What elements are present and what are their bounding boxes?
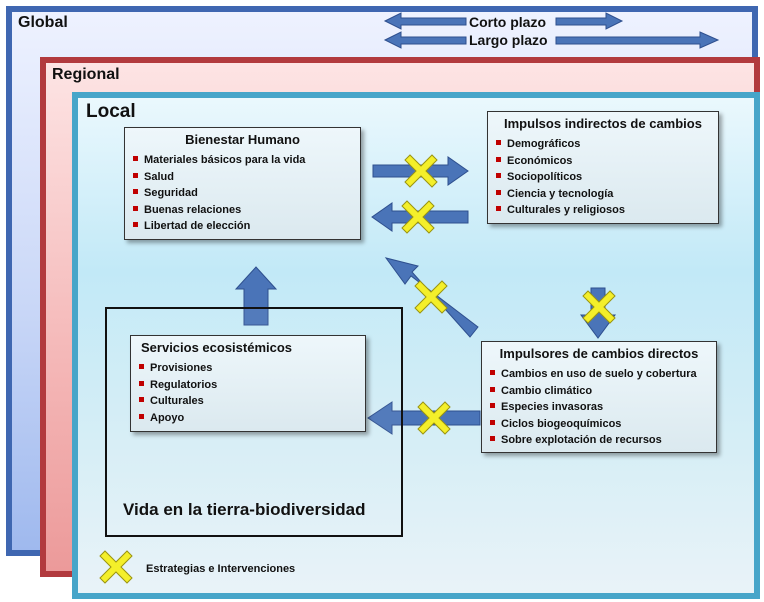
list-item: Salud: [133, 169, 360, 186]
bullet-icon: [490, 370, 495, 375]
bullet-icon: [139, 380, 144, 386]
bullet-icon: [490, 386, 495, 392]
list-item: Demográficos: [496, 136, 718, 153]
list-item: Especies invasoras: [490, 399, 716, 416]
bullet-icon: [496, 140, 501, 145]
human-wellbeing-title: Bienestar Humano: [185, 132, 300, 147]
list-item: Seguridad: [133, 185, 360, 202]
biodiversity-label: Vida en la tierra-biodiversidad: [123, 500, 366, 519]
direct-to-wellbeing-arrow: [384, 257, 479, 338]
bullet-icon: [139, 364, 144, 369]
long-term-label: Largo plazo: [469, 32, 548, 48]
bullet-icon: [139, 397, 144, 402]
list-item: Cambios en uso de suelo y cobertura: [490, 366, 716, 383]
bullet-icon: [496, 189, 501, 195]
list-item: Buenas relaciones: [133, 202, 360, 219]
list-item: Ciencia y tecnología: [496, 186, 718, 203]
bullet-icon: [490, 403, 495, 408]
global-label: Global: [18, 14, 68, 31]
list-item: Económicos: [496, 153, 718, 170]
bullet-icon: [133, 222, 138, 227]
bullet-icon: [496, 173, 501, 178]
bullet-icon: [490, 436, 495, 441]
direct-drivers-box: Impulsores de cambios directos Cambios e…: [481, 341, 717, 453]
services-to-wellbeing-arrow: [234, 266, 278, 326]
short-term-double-arrow: [383, 12, 624, 30]
direct-to-services-arrow: [367, 401, 481, 435]
list-item: Cambio climático: [490, 383, 716, 400]
list-item: Libertad de elección: [133, 218, 360, 235]
bullet-icon: [490, 419, 495, 425]
bullet-icon: [496, 156, 501, 162]
list-item: Provisiones: [139, 360, 365, 377]
human-wellbeing-box: Bienestar Humano Materiales básicos para…: [124, 127, 361, 240]
intervention-cross-icon: [414, 280, 448, 314]
bullet-icon: [496, 206, 501, 211]
list-item: Regulatorios: [139, 377, 365, 394]
bullet-icon: [133, 156, 138, 161]
ecosystem-services-title: Servicios ecosistémicos: [141, 340, 293, 355]
list-item: Culturales: [139, 393, 365, 410]
list-item: Sociopolíticos: [496, 169, 718, 186]
long-term-double-arrow: [383, 31, 720, 49]
legend-label: Estrategias e Intervenciones: [146, 563, 296, 575]
local-label: Local: [86, 101, 136, 122]
indirect-drivers-title: Impulsos indirectos de cambios: [504, 116, 702, 131]
list-item: Sobre explotación de recursos: [490, 432, 716, 449]
bullet-icon: [133, 189, 138, 194]
indirect-drivers-box: Impulsos indirectos de cambios Demográfi…: [487, 111, 719, 224]
list-item: Ciclos biogeoquímicos: [490, 416, 716, 433]
short-term-label: Corto plazo: [469, 14, 546, 30]
direct-drivers-title: Impulsores de cambios directos: [499, 346, 699, 361]
bullet-icon: [133, 205, 138, 211]
human-wellbeing-list: Materiales básicos para la vida Salud Se…: [125, 152, 360, 235]
legend-cross-icon: [99, 550, 133, 584]
ecosystem-services-list: Provisiones Regulatorios Culturales Apoy…: [131, 360, 365, 426]
indirect-drivers-list: Demográficos Económicos Sociopolíticos C…: [488, 136, 718, 219]
list-item: Materiales básicos para la vida: [133, 152, 360, 169]
bullet-icon: [139, 413, 144, 419]
direct-drivers-list: Cambios en uso de suelo y cobertura Camb…: [482, 366, 716, 449]
list-item: Culturales y religiosos: [496, 202, 718, 219]
ecosystem-services-box: Servicios ecosistémicos Provisiones Regu…: [130, 335, 366, 432]
bullet-icon: [133, 172, 138, 178]
list-item: Apoyo: [139, 410, 365, 427]
regional-label: Regional: [52, 66, 120, 83]
